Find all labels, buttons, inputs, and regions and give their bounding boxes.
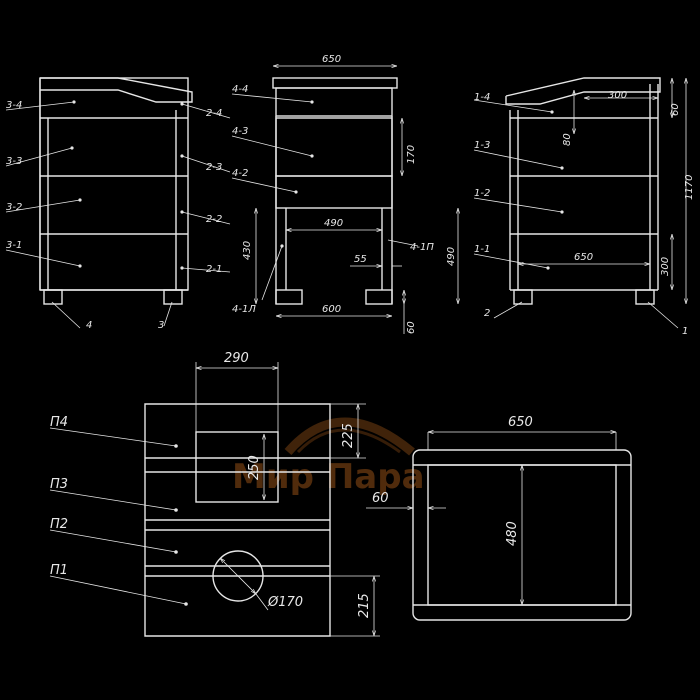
dim-front-170: 170 bbox=[406, 145, 417, 164]
label-2-3: 2-3 bbox=[206, 162, 222, 173]
label-3-1: 3-1 bbox=[6, 240, 22, 251]
dim-panel-250: 250 bbox=[247, 455, 262, 480]
label-3-2: 3-2 bbox=[6, 202, 22, 213]
label-2-2: 2-2 bbox=[206, 214, 222, 225]
label-3-3: 3-3 bbox=[6, 156, 22, 167]
dim-panel-215: 215 bbox=[357, 593, 372, 618]
dim-frame-650: 650 bbox=[508, 415, 533, 430]
label-p3: П3 bbox=[50, 477, 68, 492]
frame-view: 650 480 60 bbox=[366, 415, 632, 621]
label-p4: П4 bbox=[50, 415, 68, 430]
dim-frame-60: 60 bbox=[372, 491, 389, 506]
dim-right-60: 60 bbox=[670, 103, 681, 116]
label-2-4: 2-4 bbox=[206, 108, 222, 119]
label-1-1: 1-1 bbox=[474, 244, 490, 255]
dim-front-490-width: 490 bbox=[324, 218, 343, 229]
dim-right-1170: 1170 bbox=[684, 175, 695, 200]
label-1-4: 1-4 bbox=[474, 92, 490, 103]
dim-front-430: 430 bbox=[242, 241, 253, 260]
label-p2: П2 bbox=[50, 517, 68, 532]
label-3-4: 3-4 bbox=[6, 100, 22, 111]
dim-panel-225: 225 bbox=[341, 423, 356, 448]
dim-front-55: 55 bbox=[354, 254, 367, 265]
label-leg-2: 2 bbox=[484, 308, 490, 319]
dim-right-650: 650 bbox=[574, 252, 593, 263]
dim-panel-290: 290 bbox=[224, 351, 249, 366]
front-view: 650 170 490 430 490 55 600 60 4-4 4-3 4-… bbox=[231, 54, 458, 334]
dim-front-600: 600 bbox=[322, 304, 341, 315]
label-leg-4: 4 bbox=[86, 320, 92, 331]
label-4-3: 4-3 bbox=[232, 126, 248, 137]
panels-view: 290 250 225 Ø170 215 П4 П3 П2 П1 bbox=[49, 351, 380, 637]
right-side-view: 300 60 80 1170 650 300 1-4 1-3 1-2 1-1 2… bbox=[473, 77, 695, 337]
label-1-2: 1-2 bbox=[474, 188, 490, 199]
dim-right-300-top: 300 bbox=[608, 90, 627, 101]
label-4-4: 4-4 bbox=[232, 84, 248, 95]
dim-right-300-low: 300 bbox=[660, 257, 671, 276]
dim-panel-diameter: Ø170 bbox=[267, 595, 303, 610]
label-4-1p: 4-1П bbox=[410, 242, 434, 253]
label-4-2: 4-2 bbox=[232, 168, 248, 179]
dim-right-80: 80 bbox=[562, 133, 573, 146]
label-4-1l: 4-1Л bbox=[232, 304, 256, 315]
dim-front-490-height: 490 bbox=[446, 247, 457, 266]
label-leg-1: 1 bbox=[682, 326, 688, 337]
label-leg-3: 3 bbox=[158, 320, 164, 331]
dim-front-60: 60 bbox=[406, 321, 417, 334]
dim-front-width-650: 650 bbox=[322, 54, 341, 65]
left-side-view: 3-4 3-3 3-2 3-1 2-4 2-3 2-2 2-1 4 3 bbox=[5, 77, 231, 331]
dim-frame-480: 480 bbox=[505, 521, 520, 546]
label-2-1: 2-1 bbox=[206, 264, 222, 275]
label-1-3: 1-3 bbox=[474, 140, 490, 151]
label-p1: П1 bbox=[50, 563, 68, 578]
